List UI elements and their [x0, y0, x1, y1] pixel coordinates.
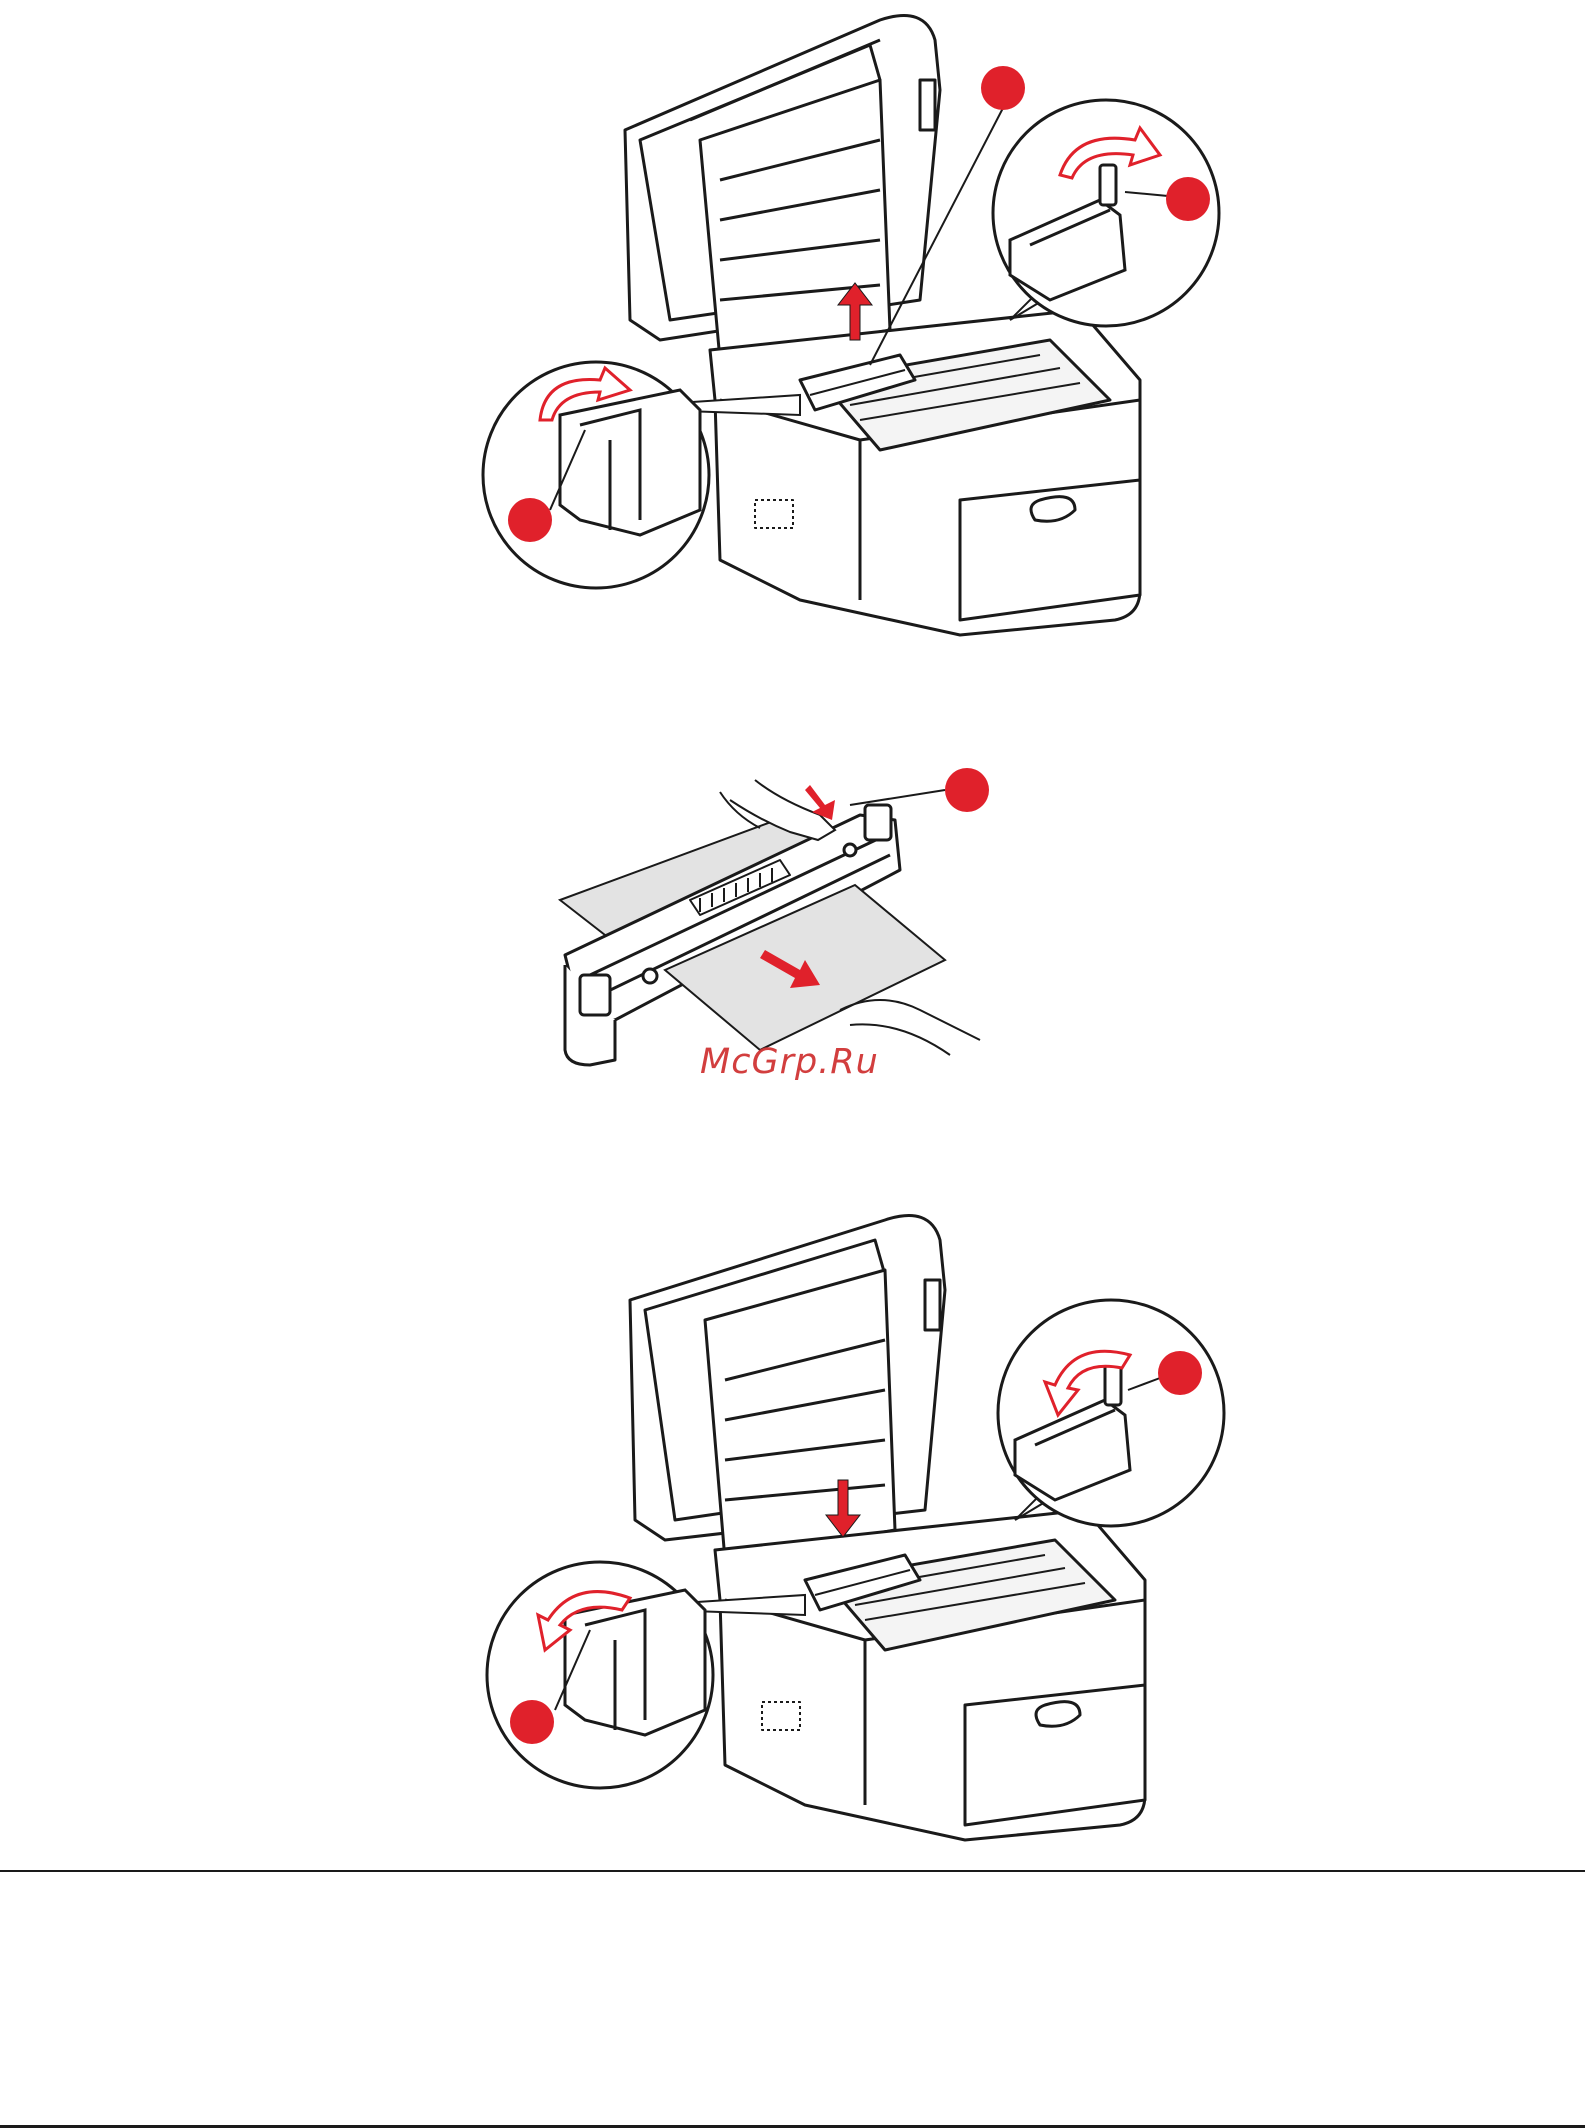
section-divider [0, 1870, 1585, 1872]
red-dot-icon [508, 498, 552, 542]
red-dot-icon [510, 1700, 554, 1744]
red-dot-icon [945, 768, 989, 812]
illustration-fuser-levers-close [0, 1210, 1585, 1870]
red-dot-icon [1166, 177, 1210, 221]
red-dot-icon [981, 66, 1025, 110]
callout-bubble-right [998, 1300, 1224, 1526]
illustration-fuser-levers-open [0, 0, 1585, 650]
red-dot-icon [1158, 1351, 1202, 1395]
watermark: McGrp.Ru [700, 1042, 879, 1082]
callout-bubble-right [993, 100, 1219, 326]
printer-drawing [0, 0, 1585, 650]
printer-drawing [0, 1210, 1585, 1870]
